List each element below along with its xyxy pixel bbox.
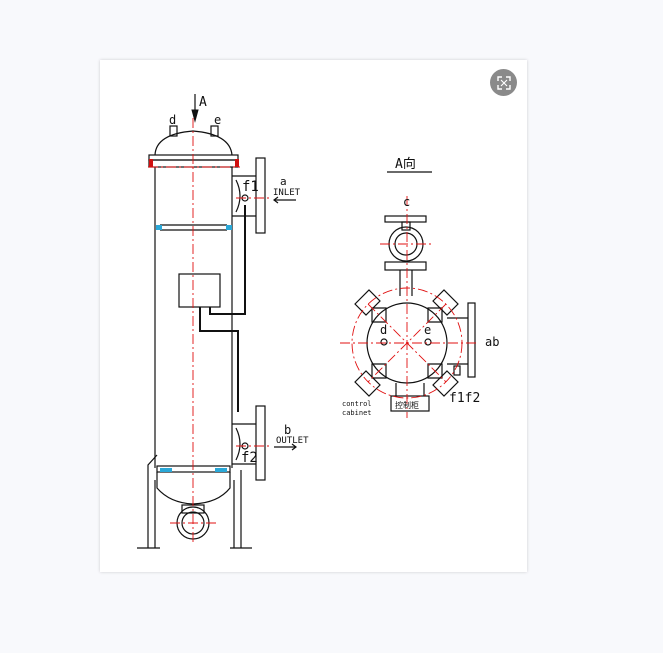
control-cn-label: 控制柜	[395, 400, 419, 410]
control-label-1: control	[342, 400, 372, 408]
plan-e-label: e	[424, 323, 431, 337]
side-flanges	[149, 159, 239, 472]
port-c-label: c	[403, 195, 410, 209]
port-a-label: a	[280, 175, 287, 188]
side-centerlines	[148, 118, 270, 545]
expand-button[interactable]	[490, 69, 517, 96]
view-arrow	[191, 94, 199, 123]
port-d-label: d	[169, 113, 176, 127]
port-f2-label: f2	[241, 450, 258, 466]
drawing-sheet	[100, 60, 527, 572]
drawing-labels: A d e a INLET f1 b OUTLET f2 A向 c d e ab…	[169, 95, 499, 466]
view-title: A向	[395, 156, 416, 172]
arrow-label: A	[199, 95, 207, 110]
plan-centerlines	[340, 196, 478, 418]
plan-view	[354, 215, 476, 412]
inlet-label: INLET	[273, 188, 301, 198]
plan-d-label: d	[380, 323, 387, 337]
plan-ab-label: ab	[485, 335, 499, 349]
port-b-label: b	[284, 423, 291, 437]
expand-icon	[496, 75, 511, 90]
control-label-2: cabinet	[342, 409, 372, 417]
port-f1-label: f1	[242, 179, 259, 195]
outlet-label: OUTLET	[276, 436, 309, 446]
port-e-label: e	[214, 113, 221, 127]
plan-f1f2-label: f1f2	[449, 391, 480, 406]
